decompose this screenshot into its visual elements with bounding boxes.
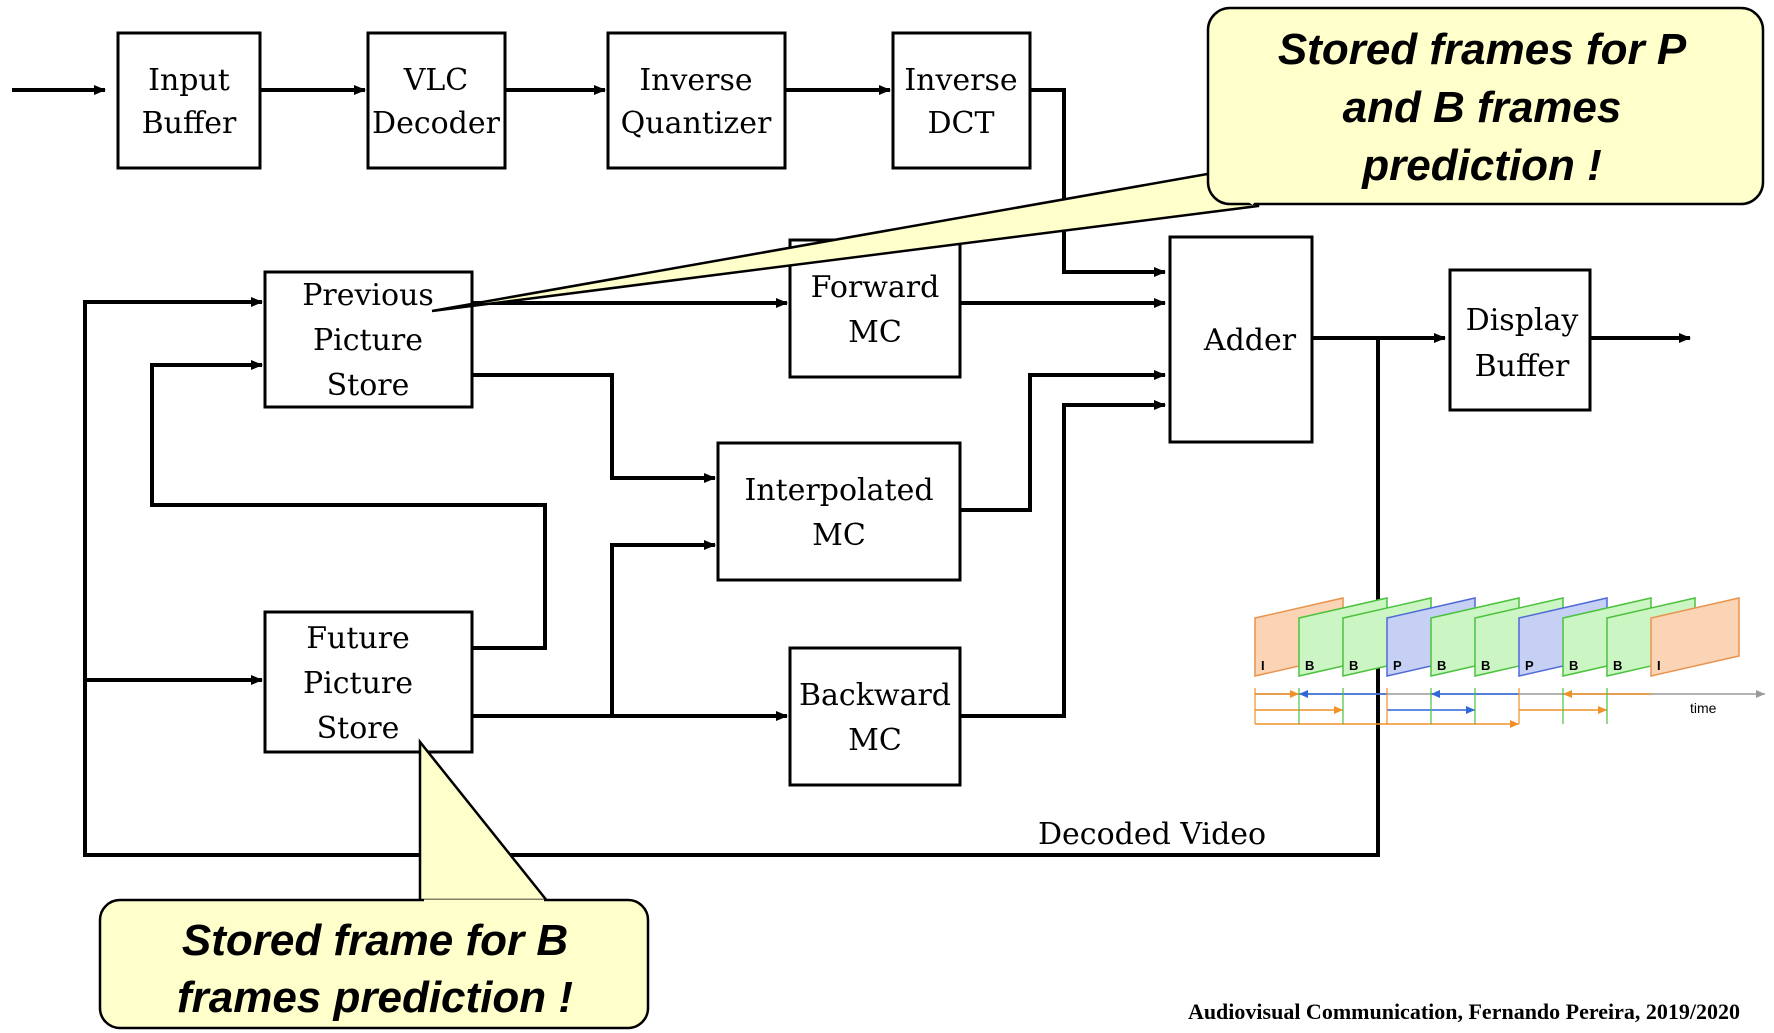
adder-label: Adder [1203,323,1297,358]
backward-label-1: Backward [799,678,951,713]
block-inverse-dct: Inverse DCT [891,31,1032,170]
gop-frame-I-9 [1650,597,1740,677]
gop-forward-ref-head [1466,706,1475,714]
decoded-video-label: Decoded Video [1038,817,1266,852]
gop-forward-ref-head [1290,690,1299,698]
block-backward-mc: Backward MC [788,646,962,787]
block-future-picture-store: Future Picture Store [263,610,474,754]
block-inverse-quantizer: Inverse Quantizer [606,31,787,170]
block-adder: Adder [1168,235,1314,444]
future-label-3: Store [317,711,400,746]
arrow-backward-to-adder [960,400,1166,718]
gop-frame-label: I [1657,658,1661,673]
display-label-1: Display [1466,303,1579,338]
gop-frame-label: B [1305,658,1314,673]
gop-forward-ref-head [1598,706,1607,714]
callout-bottom-line-2: frames prediction ! [177,973,573,1022]
forward-label-2: MC [848,315,902,350]
decoded-video-feedback [83,297,1380,857]
gop-frame-label: B [1613,658,1622,673]
footer-credit: Audiovisual Communication, Fernando Pere… [1187,999,1740,1024]
gop-backward-ref-head [1563,690,1572,698]
prev-label-3: Store [327,368,410,403]
idct-label-1: Inverse [904,63,1017,98]
gop-frame-label: B [1481,658,1490,673]
gop-frame-label: B [1437,658,1446,673]
block-input-buffer: Input Buffer [116,31,262,170]
vlc-label-2: Decoder [372,106,501,141]
prev-label-2: Picture [313,323,423,358]
arrow-future-to-interp [472,540,716,718]
interp-label-1: Interpolated [744,473,933,508]
interp-label-2: MC [812,518,866,553]
gop-frame-label: B [1349,658,1358,673]
gop-frame-label: I [1261,658,1265,673]
gop-frame-label: P [1393,658,1402,673]
display-label-2: Buffer [1475,349,1570,384]
iq-label-2: Quantizer [621,106,772,141]
callout-bottom: Stored frame for B frames prediction ! [98,738,650,1030]
input-buffer-label-2: Buffer [142,106,237,141]
callout-top-line-2: and B frames [1343,83,1622,132]
arrow-future-to-prev [150,360,547,650]
callout-top: Stored frames for P and B frames predict… [431,6,1765,313]
time-axis-label: time [1690,700,1717,716]
iq-label-1: Inverse [639,63,752,98]
gop-backward-ref-head [1431,690,1440,698]
block-interpolated-mc: Interpolated MC [716,441,962,582]
arrow-prev-to-interp [472,373,716,483]
forward-label-1: Forward [811,270,940,305]
gop-reference-arrows [1254,688,1651,728]
block-forward-mc: Forward MC [788,238,962,379]
gop-backward-ref-head [1299,690,1308,698]
gop-frame-label: P [1525,658,1534,673]
gop-forward-ref-head [1334,706,1343,714]
callout-top-line-1: Stored frames for P [1278,25,1687,74]
block-vlc-decoder: VLC Decoder [366,31,507,170]
connection-lines [12,85,1691,857]
future-label-2: Picture [303,666,413,701]
block-display-buffer: Display Buffer [1448,268,1592,412]
gop-forward-ref-head [1510,720,1519,728]
backward-label-2: MC [848,723,902,758]
prev-label-1: Previous [302,278,434,313]
arrow-idct-to-adder [1030,88,1166,277]
callout-bottom-line-1: Stored frame for B [182,916,568,965]
callout-top-line-3: prediction ! [1361,141,1602,190]
vlc-label-1: VLC [403,63,469,98]
idct-label-2: DCT [927,106,994,141]
time-axis-arrowhead [1756,690,1765,698]
block-previous-picture-store: Previous Picture Store [263,270,474,409]
future-label-1: Future [306,621,410,656]
gop-frame-label: B [1569,658,1578,673]
arrow-interp-to-adder [960,370,1166,512]
input-buffer-label-1: Input [148,63,230,98]
